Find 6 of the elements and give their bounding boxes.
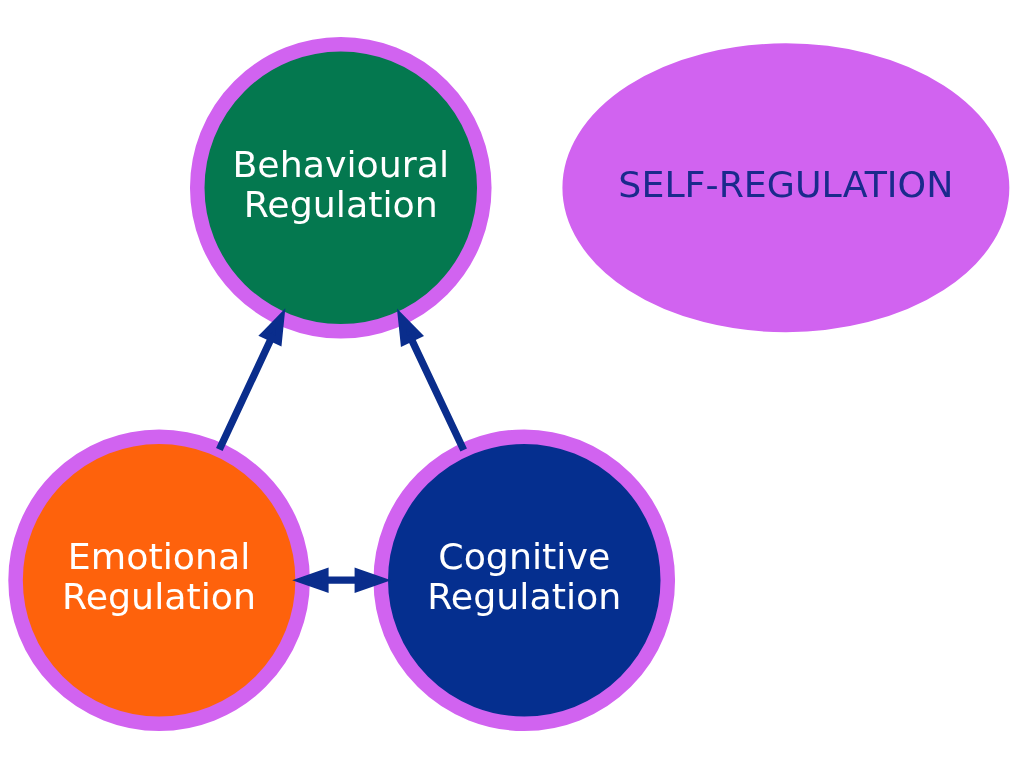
node-circle: Cognitive Regulation (373, 429, 676, 731)
node-ellipse: SELF-REGULATION (562, 43, 1010, 333)
node-circle: Behavioural Regulation (190, 37, 492, 339)
arrow (216, 308, 286, 451)
node-circle: Emotional Regulation (8, 429, 310, 731)
arrow (396, 308, 467, 452)
